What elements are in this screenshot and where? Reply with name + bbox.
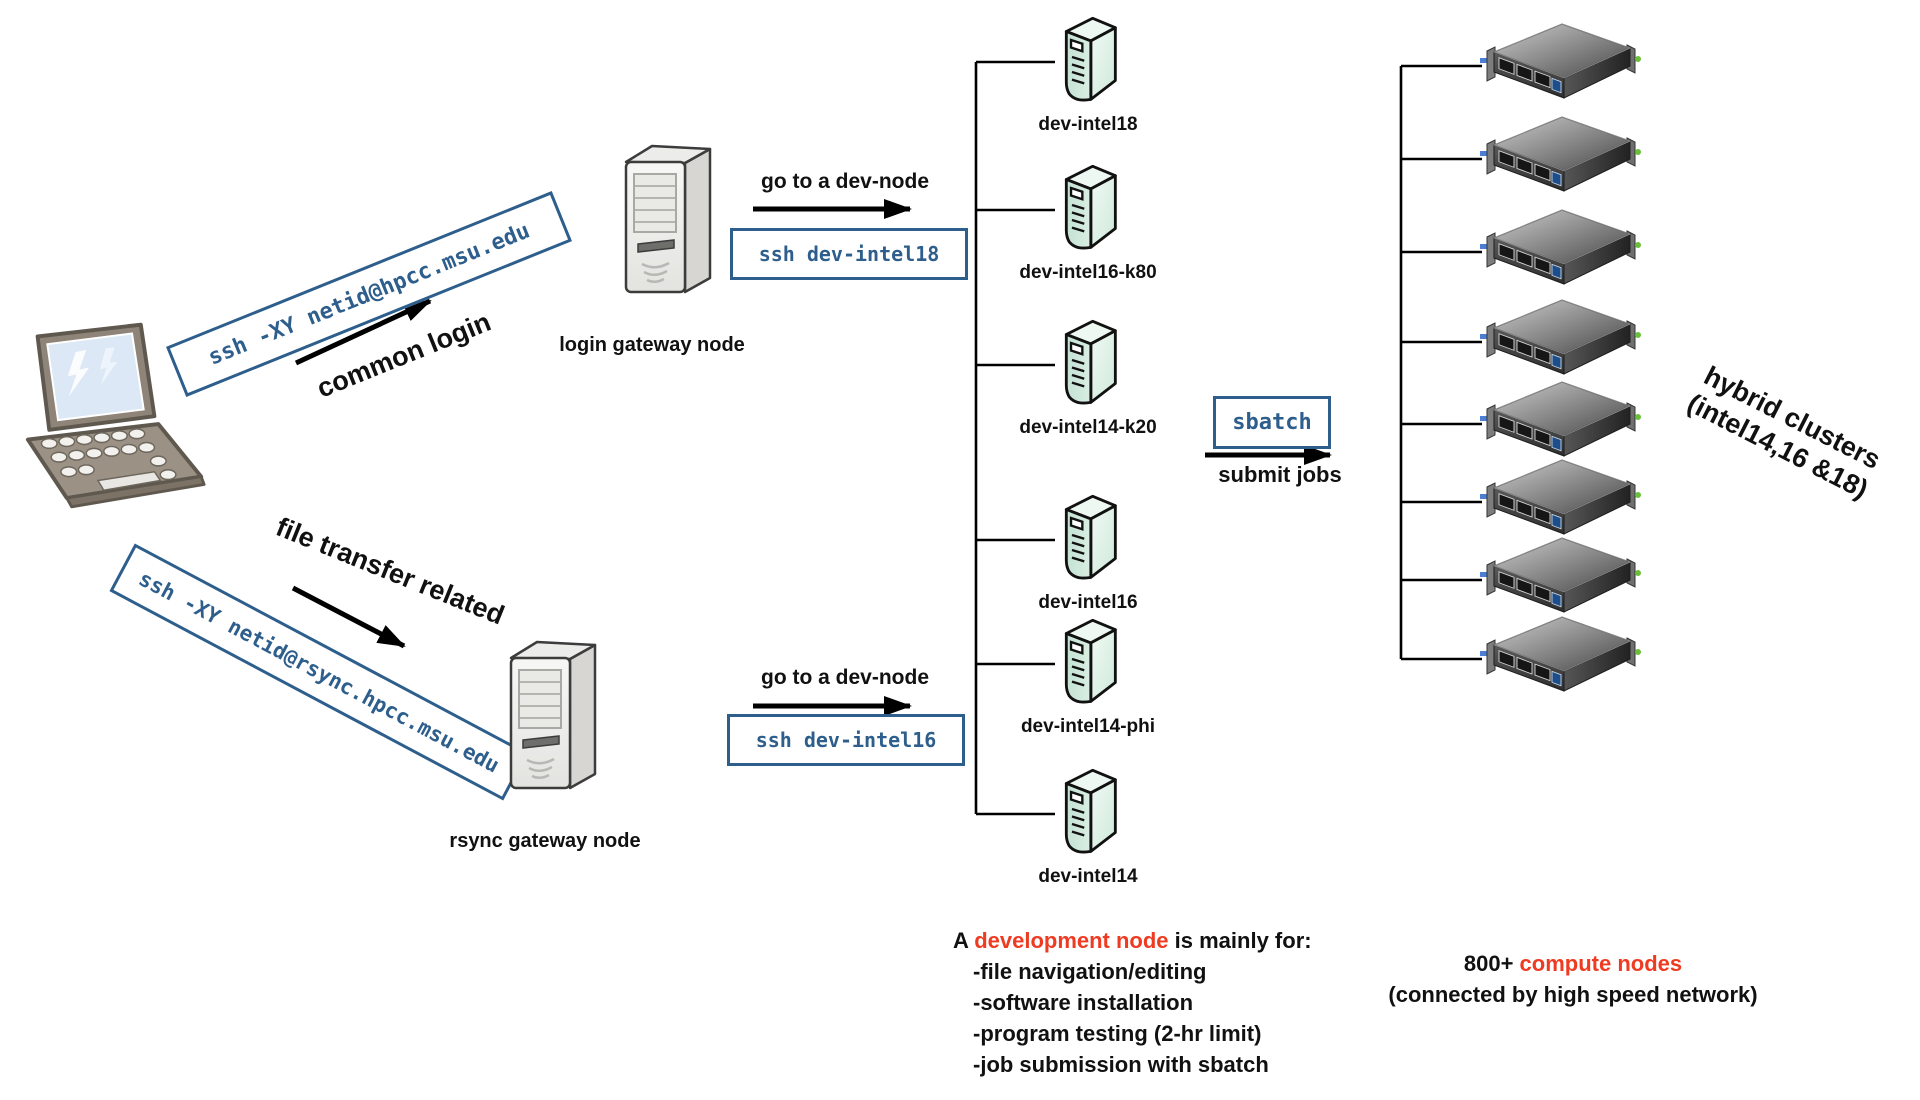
rsync-gateway-icon (509, 640, 597, 790)
rsync-gateway-label: rsync gateway node (449, 830, 641, 852)
dev-note-item: -program testing (2-hr limit) (973, 1021, 1262, 1046)
rack-server-icon (1480, 381, 1641, 457)
dev-node-label: dev-intel14-k20 (1019, 417, 1157, 438)
goto-dev-label-bottom: go to a dev-node (761, 666, 929, 689)
dev-note-item: -software installation (973, 990, 1194, 1015)
compute-note-line2: (connected by high speed network) (1388, 982, 1758, 1007)
rack-server (1478, 454, 1643, 549)
hybrid-clusters-label: hybrid clusters (intel14,16 &18) (1623, 329, 1920, 536)
ssh-dev-intel18-box: ssh dev-intel18 (730, 228, 968, 280)
dev-node-icon (1064, 16, 1117, 102)
sbatch-box: sbatch (1213, 396, 1331, 449)
rack-server-icon (1480, 616, 1641, 692)
dev-node: dev-intel14 (1013, 762, 1163, 888)
dev-node-icon (1064, 768, 1117, 854)
rack-server-icon (1480, 116, 1641, 192)
sbatch-command: sbatch (1232, 410, 1312, 435)
dev-node-icon (1064, 618, 1117, 704)
ssh-hpcc-command: ssh -XY netid@hpcc.msu.edu (204, 217, 534, 371)
login-gateway-icon (624, 144, 712, 294)
ssh-dev-intel18-command: ssh dev-intel18 (758, 242, 940, 266)
dev-node: dev-intel14-k20 (1013, 313, 1163, 439)
dev-node-label: dev-intel16 (1038, 592, 1138, 613)
dev-note-item: -job submission with sbatch (973, 1052, 1269, 1077)
rack-server-icon (1480, 209, 1641, 285)
dev-note-highlight: development node (974, 928, 1169, 953)
compute-node-note: 800+ compute nodes (connected by high sp… (1373, 948, 1773, 1010)
file-transfer-label: file transfer related (271, 511, 509, 631)
ssh-dev-intel16-box: ssh dev-intel16 (727, 714, 965, 766)
dev-node: dev-intel16-k80 (1013, 158, 1163, 284)
dev-node-icon (1064, 494, 1117, 580)
rack-server (1478, 111, 1643, 206)
rack-server (1478, 294, 1643, 389)
dev-node: dev-intel18 (1013, 10, 1163, 136)
goto-dev-label-top: go to a dev-node (761, 170, 929, 193)
rack-server (1478, 204, 1643, 299)
laptop-icon (25, 322, 206, 509)
dev-note-item: -file navigation/editing (973, 959, 1207, 984)
dev-node-label: dev-intel18 (1038, 114, 1138, 135)
dev-node-icon (1064, 164, 1117, 250)
rack-server (1478, 18, 1643, 113)
dev-node-label: dev-intel14 (1038, 866, 1138, 887)
dev-node: dev-intel14-phi (1013, 612, 1163, 738)
dev-node: dev-intel16 (1013, 488, 1163, 614)
rack-server (1478, 376, 1643, 471)
rack-server-icon (1480, 299, 1641, 375)
rack-server (1478, 611, 1643, 706)
dev-node-label: dev-intel16-k80 (1019, 262, 1157, 283)
rack-server-icon (1480, 23, 1641, 99)
login-gateway-label: login gateway node (559, 334, 745, 356)
compute-note-prefix: 800+ (1463, 951, 1520, 976)
dev-node-note-items: -file navigation/editing -software instal… (973, 956, 1312, 1080)
dev-node-note-heading: A development node is mainly for: (953, 925, 1312, 956)
dev-note-prefix: A (953, 928, 975, 953)
dev-node-icon (1064, 319, 1117, 405)
rack-server-icon (1480, 459, 1641, 535)
ssh-rsync-command-box: ssh -XY netid@rsync.hpcc.msu.edu (109, 543, 529, 801)
ssh-dev-intel16-command: ssh dev-intel16 (755, 728, 937, 752)
submit-jobs-label: submit jobs (1218, 462, 1342, 487)
rack-server-icon (1480, 537, 1641, 613)
compute-note-line1: 800+ compute nodes (1373, 948, 1773, 979)
dev-node-label: dev-intel14-phi (1020, 716, 1156, 737)
compute-note-highlight: compute nodes (1519, 951, 1683, 976)
dev-node-note: A development node is mainly for: -file … (953, 925, 1312, 1080)
rack-server (1478, 532, 1643, 627)
dev-note-suffix: is mainly for: (1168, 928, 1312, 953)
